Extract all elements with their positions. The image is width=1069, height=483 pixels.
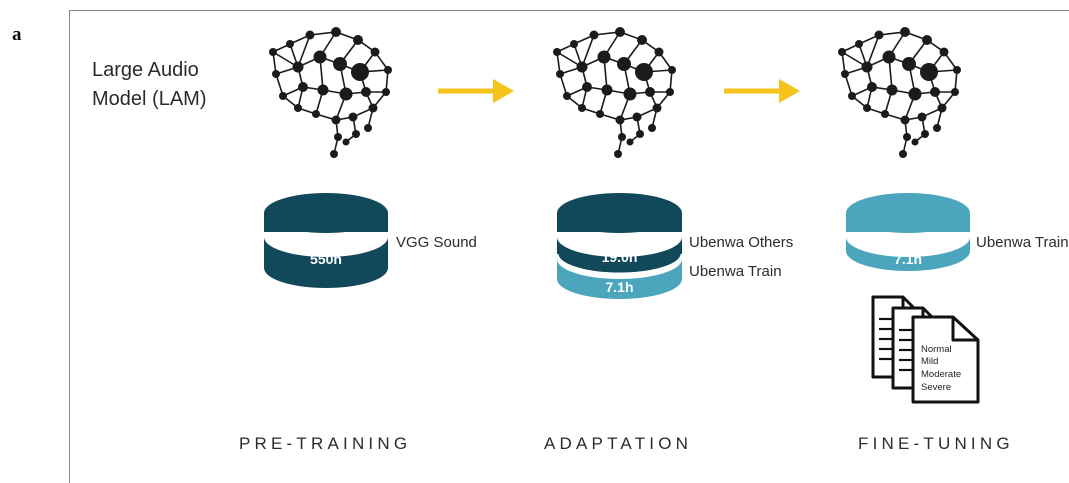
model-label-line-1: Large Audio <box>92 59 199 81</box>
dataset-label: Ubenwa Train <box>976 234 1069 251</box>
database-cylinder-icon: 19.0h 7.1h <box>555 193 684 299</box>
dataset-hours: 19.0h <box>602 249 638 265</box>
dataset-label: VGG Sound <box>396 234 477 251</box>
dataset-hours: 550h <box>310 251 342 267</box>
severity-class: Normal <box>921 344 952 355</box>
severity-class: Mild <box>921 356 938 367</box>
severity-class: Severe <box>921 382 951 393</box>
stage-name-adaptation: ADAPTATION <box>544 434 693 453</box>
severity-class: Moderate <box>921 369 961 380</box>
document-stack-icon: Normal Mild Moderate Severe <box>871 295 980 404</box>
model-label: Large Audio Model (LAM) <box>92 56 292 114</box>
database-cylinder-icon: 550h <box>262 193 390 288</box>
brain-network-icon <box>552 26 677 159</box>
arrow-right-icon <box>438 79 514 103</box>
stage-name-pre-training: PRE-TRAINING <box>239 434 412 453</box>
dataset-hours: 7.1h <box>605 279 633 295</box>
model-label-line-2: Model (LAM) <box>92 88 207 110</box>
brain-network-icon <box>268 26 393 159</box>
arrow-right-icon <box>724 79 800 103</box>
dataset-label: Ubenwa Others <box>689 234 794 251</box>
figure-frame <box>69 10 1069 483</box>
panel-letter: a <box>12 24 22 45</box>
dataset-label: Ubenwa Train <box>689 263 782 280</box>
database-cylinder-icon: 7.1h <box>844 193 972 271</box>
dataset-hours: 7.1h <box>894 251 922 267</box>
brain-network-icon <box>837 26 962 159</box>
stage-name-fine-tuning: FINE-TUNING <box>858 434 1014 453</box>
